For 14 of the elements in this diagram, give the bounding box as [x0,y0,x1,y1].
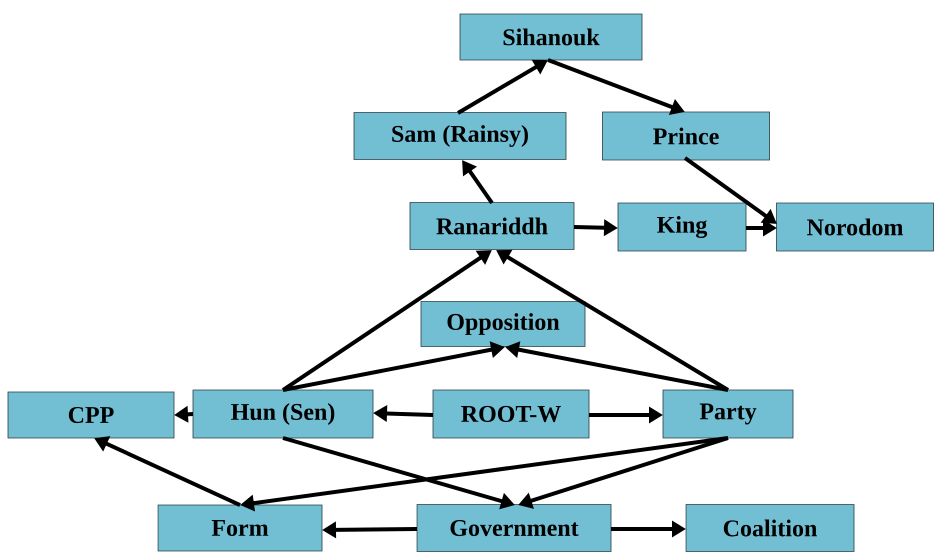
node-box: Coalition [686,504,854,552]
node-box: Prince [602,112,770,160]
node-box: Norodom [776,202,934,252]
node-box: King [618,202,746,252]
node-box: Opposition [420,301,586,347]
node-box: Ranariddh [410,202,574,250]
node-box: ROOT-W [432,390,590,438]
node-box: Sam (Rainsy) [354,112,566,160]
node-box: Hun (Sen) [192,390,374,438]
node-box: CPP [8,392,174,438]
node-box: Party [662,390,794,438]
node-box: Sihanouk [460,14,642,60]
node-box: Form [158,504,322,552]
node-box: Government [416,504,612,552]
